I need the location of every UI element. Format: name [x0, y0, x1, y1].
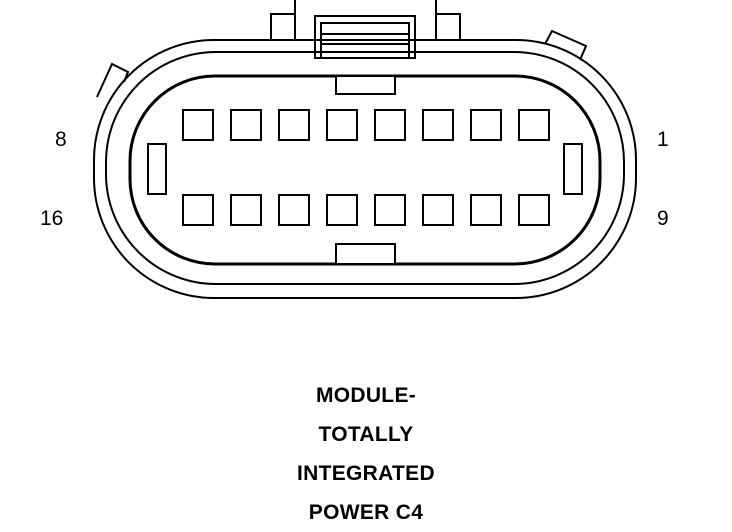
bottom-row-cavity-2	[230, 194, 262, 226]
caption-line-2: TOTALLY	[318, 423, 414, 446]
top-row-cavity-6	[422, 109, 454, 141]
top-row-cavity-3	[278, 109, 310, 141]
pin-label-16: 16	[40, 207, 63, 230]
connector-housing-inner	[105, 51, 625, 285]
pin-label-8: 8	[55, 128, 67, 151]
bottom-row-cavity-3	[278, 194, 310, 226]
connector-diagram: 8 1 16 9	[40, 0, 669, 299]
top-row-cavities	[182, 109, 550, 141]
top-row-cavity-1	[182, 109, 214, 141]
right-guide-slot	[563, 143, 583, 195]
top-polarizing-tab	[335, 75, 396, 95]
top-row-cavity-5	[374, 109, 406, 141]
pin-label-9: 9	[657, 207, 669, 230]
caption-line-3: INTEGRATED	[297, 462, 435, 485]
caption-line-4: POWER C4	[308, 501, 424, 524]
bottom-row-cavity-1	[182, 194, 214, 226]
tab-left-ear	[270, 13, 296, 41]
bottom-row-cavity-4	[326, 194, 358, 226]
top-row-cavity-2	[230, 109, 262, 141]
bottom-row-cavity-8	[518, 194, 550, 226]
bottom-polarizing-tab	[335, 243, 396, 265]
bottom-row-cavities	[182, 194, 550, 226]
connector-housing-outer	[93, 39, 637, 299]
connector-caption: MODULE- TOTALLY INTEGRATED POWER C4	[0, 376, 732, 532]
tab-right-ear	[435, 13, 461, 41]
caption-line-1: MODULE-	[315, 384, 417, 407]
left-guide-slot	[147, 143, 167, 195]
pin-label-1: 1	[657, 128, 669, 151]
top-row-cavity-8	[518, 109, 550, 141]
bottom-row-cavity-7	[470, 194, 502, 226]
top-row-cavity-4	[326, 109, 358, 141]
top-row-cavity-7	[470, 109, 502, 141]
bottom-row-cavity-5	[374, 194, 406, 226]
cavity-face	[128, 74, 602, 266]
right-key-notch	[544, 29, 588, 61]
bottom-row-cavity-6	[422, 194, 454, 226]
locking-tab	[270, 0, 461, 59]
